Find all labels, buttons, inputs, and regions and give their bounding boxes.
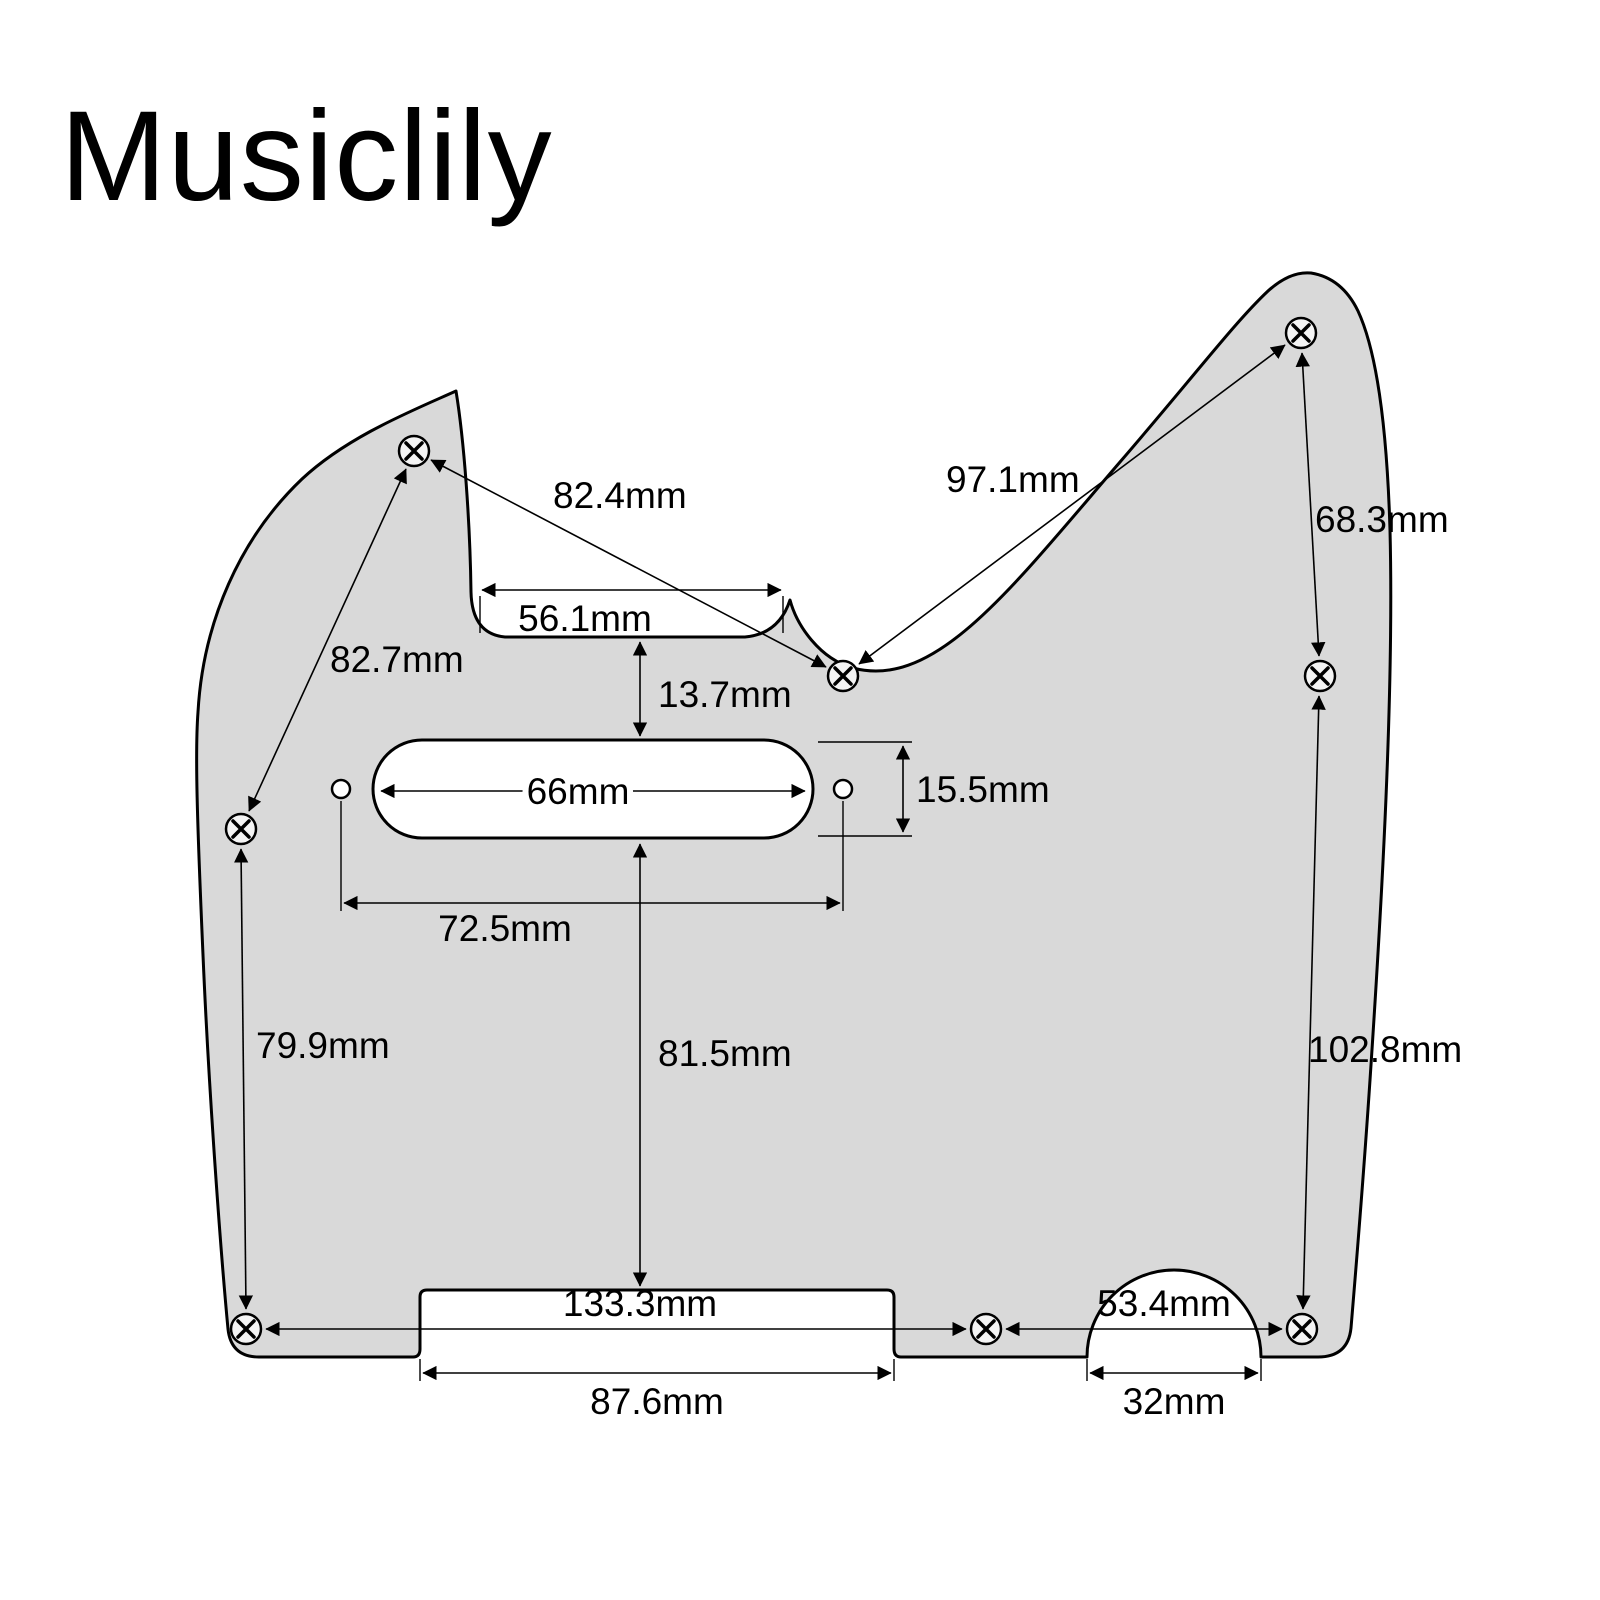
screw-hole-middle (826, 659, 860, 693)
dim-label-82-7mm: 82.7mm (330, 639, 464, 680)
screw-hole-top-left (397, 434, 431, 468)
dim-line-screws-right-to-bottomright (1296, 695, 1326, 1310)
dim-label-68-3mm: 68.3mm (1315, 499, 1449, 540)
dim-label-13-7mm: 13.7mm (658, 674, 792, 715)
brand-logo-text: Musiclily (60, 85, 553, 228)
dim-line-screws-left-to-bottomleft (233, 848, 254, 1310)
pickup-screw-hole-left (330, 778, 352, 800)
screw-hole-bottom-middle (969, 1312, 1003, 1346)
dim-label-53-4mm: 53.4mm (1097, 1283, 1231, 1324)
dim-label-15-5mm: 15.5mm (916, 769, 1050, 810)
screw-hole-top-right (1284, 316, 1318, 350)
dim-label-56-1mm: 56.1mm (518, 598, 652, 639)
dim-label-79-9mm: 79.9mm (256, 1025, 390, 1066)
screw-hole-right (1303, 659, 1337, 693)
dim-line-screws-topleft-to-middle (430, 459, 827, 668)
screw-hole-left (224, 812, 258, 846)
dim-label-72-5mm: 72.5mm (438, 908, 572, 949)
dim-label-66mm: 66mm (527, 771, 630, 812)
dim-label-32mm: 32mm (1123, 1381, 1226, 1422)
dim-label-87-6mm: 87.6mm (590, 1381, 724, 1422)
dim-label-97-1mm: 97.1mm (946, 459, 1080, 500)
screw-hole-bottom-right (1285, 1312, 1319, 1346)
dim-line-screws-topright-to-right (1295, 352, 1326, 657)
pickup-screw-hole-right (832, 778, 854, 800)
dim-line-screws-topleft-to-left (248, 468, 407, 812)
dim-label-82-4mm: 82.4mm (553, 475, 687, 516)
screw-hole-bottom-left (229, 1312, 263, 1346)
dim-label-133-3mm: 133.3mm (563, 1283, 717, 1324)
dim-label-81-5mm: 81.5mm (658, 1033, 792, 1074)
dim-line-screws-middle-to-topright (858, 344, 1286, 665)
dim-label-102-8mm: 102.8mm (1308, 1029, 1462, 1070)
